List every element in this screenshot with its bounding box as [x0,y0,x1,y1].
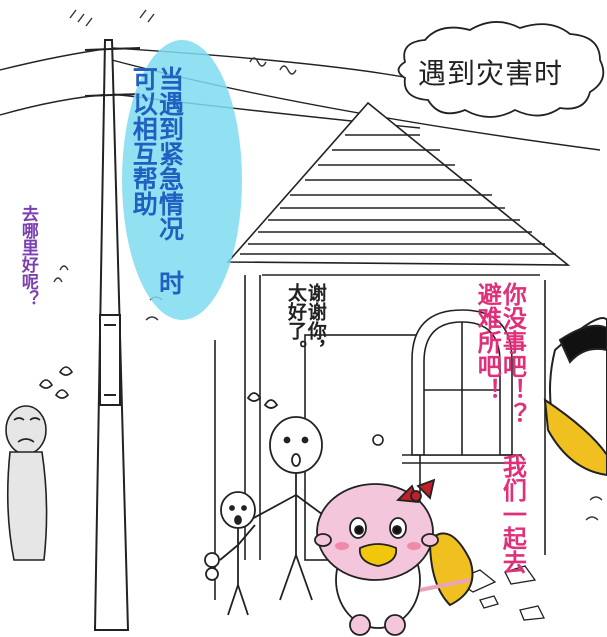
house-roof [226,101,571,266]
worry-speech: 去哪里好呢？ [17,205,38,307]
panel-title: 遇到灾害时 [418,57,564,90]
offer-line-1: 你没事吧！？ [498,282,527,426]
caption-text: 当遇到紧急情况 时可以相互帮助 [129,66,185,296]
offer-speech: 你没事吧！？ 我们一起去避难所吧！ [473,282,527,582]
worried-person [5,366,74,561]
caption-line-2: 时可以相互帮助 [129,66,185,295]
title-cloud [397,21,605,118]
house-window [402,309,522,464]
mascot-character [314,478,471,636]
tremor-lines [53,9,603,521]
thanks-line-1: 谢谢你， [304,283,327,359]
thanks-line-2: 太好了。 [284,283,307,359]
offer-line-2: 我们一起去避难所吧！ [473,282,527,574]
child-figure [204,491,256,616]
caption-glow [122,40,242,320]
caption-line-1: 当遇到紧急情况 [155,66,185,241]
utility-pole [84,39,141,631]
thanks-speech: 谢谢你， 太好了。 [284,283,327,393]
